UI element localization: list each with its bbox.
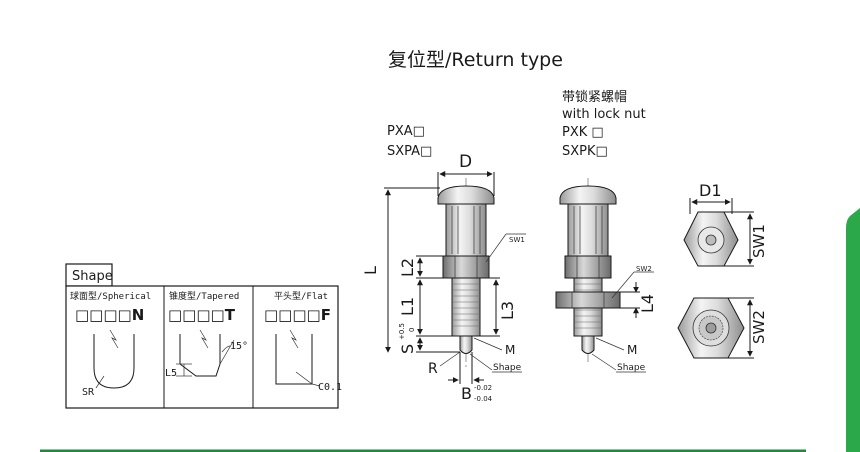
dim-l3: L3 [498,301,517,320]
shape-col-flat-name: 平头型/Flat [274,291,328,302]
side-green-tab [846,208,860,452]
dim-m-left: M [505,343,515,357]
shape-col-spherical-name: 球面型/Spherical [70,290,151,302]
page-title: 复位型/Return type [388,49,563,71]
dim-l1: L1 [398,297,417,316]
shape-col-tapered-name: 锥度型/Tapered [169,290,239,302]
model-code-pxa: PXA□ [387,124,425,139]
shape-box: Shape 球面型/Spherical 锥度型/Tapered 平头型/Flat… [65,263,342,409]
dim-l4: L4 [638,294,657,313]
dim-sw2-small: SW2 [636,265,652,273]
plunger-with-lock-nut [555,178,621,362]
dim-m-right: M [627,343,637,357]
model-code-sxpk: SXPK□ [562,144,608,159]
lock-nut-heading-cn: 带锁紧螺帽 [562,89,627,105]
dim-b-tol-upper: -0.02 [474,384,492,392]
dim-l: L [361,266,380,275]
dim-angle-15: 15° [230,341,248,352]
dim-sw2: SW2 [750,310,768,344]
shape-tab: Shape [72,269,113,284]
dim-s-tol-upper: +0.5 [398,323,406,340]
dim-s-tol-lower: 0 [408,328,416,332]
shape-col-spherical-code: □□□□N [75,306,144,324]
shape-col-flat-code: □□□□F [264,306,331,324]
dim-l5: L5 [165,368,177,379]
dim-s: S [398,344,417,354]
dim-r: R [428,361,438,377]
dim-sw1-small: SW1 [509,236,525,244]
hex-view-top [683,211,739,267]
dim-d1: D1 [699,181,722,200]
dim-shape-right: Shape [617,363,646,373]
lock-nut-heading-en: with lock nut [562,107,646,122]
dim-l2: L2 [398,258,417,277]
dim-sw1: SW1 [750,224,768,258]
plunger-return-type [437,178,495,370]
model-code-sxpa: SXPA□ [387,144,432,159]
dim-sr: SR [82,387,95,398]
dim-b: B [461,384,472,403]
dim-shape-left: Shape [493,363,522,373]
dim-c01: C0.1 [318,382,342,393]
hex-view-bottom [677,297,745,359]
model-code-pxk: PXK □ [562,125,604,140]
dim-d: D [459,152,472,172]
shape-col-tapered-code: □□□□T [168,306,236,324]
dim-b-tol-lower: -0.04 [474,395,493,403]
